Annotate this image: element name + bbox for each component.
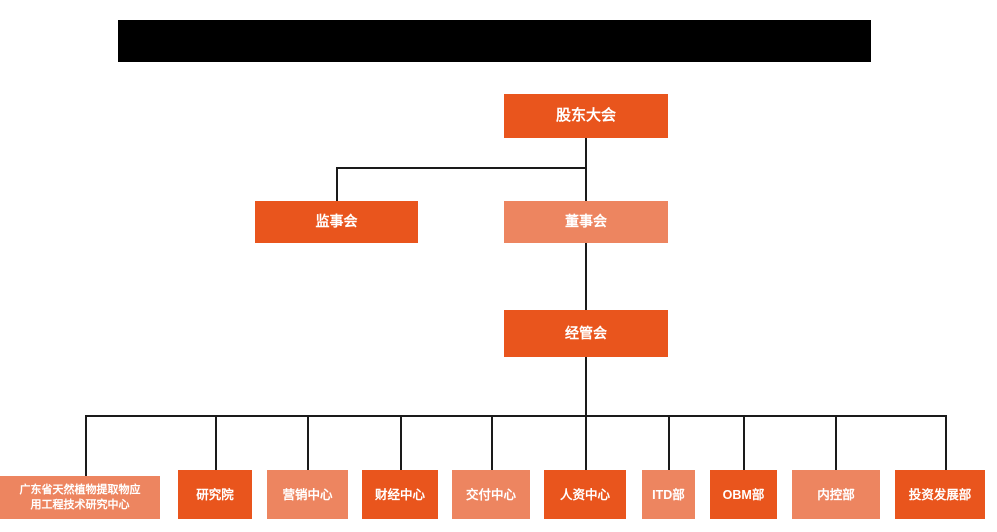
connector-drop-dept-10	[945, 415, 947, 470]
department-box-delivery-center[interactable]: 交付中心	[452, 470, 530, 519]
connector-drop-dept-2	[215, 415, 217, 470]
node-board-of-supervisors-label: 监事会	[315, 213, 358, 230]
department-label: 人资中心	[559, 487, 610, 502]
redacted-title-banner	[118, 20, 871, 62]
department-label: 交付中心	[465, 487, 516, 502]
node-board-of-directors[interactable]: 董事会	[504, 201, 668, 243]
node-shareholders-meeting-label: 股东大会	[555, 107, 616, 125]
node-management-committee-label: 经管会	[565, 324, 607, 341]
connector-drop-dept-3	[307, 415, 309, 470]
connector-drop-dept-9	[835, 415, 837, 470]
department-box-internal-control[interactable]: 内控部	[792, 470, 880, 519]
department-label: 内控部	[817, 487, 855, 502]
connector-to-supervisors	[336, 167, 338, 201]
department-box-hr-center[interactable]: 人资中心	[544, 470, 626, 519]
connector-drop-dept-1	[85, 415, 87, 476]
department-label: 投资发展部	[908, 487, 972, 502]
connector-drop-dept-5	[491, 415, 493, 470]
department-box-guangdong-research-center[interactable]: 广东省天然植物提取物应 用工程技术研究中心	[0, 476, 160, 519]
department-label: 广东省天然植物提取物应 用工程技术研究中心	[19, 484, 141, 511]
node-shareholders-meeting[interactable]: 股东大会	[504, 94, 668, 138]
connector-to-directors	[585, 167, 587, 201]
department-box-research-institute[interactable]: 研究院	[178, 470, 252, 519]
department-label: 研究院	[196, 487, 234, 502]
department-box-marketing-center[interactable]: 营销中心	[267, 470, 348, 519]
connector-drop-dept-7	[668, 415, 670, 470]
node-board-of-directors-label: 董事会	[565, 213, 607, 230]
node-board-of-supervisors[interactable]: 监事会	[255, 201, 418, 243]
connector-shareholders-down	[585, 138, 587, 168]
connector-drop-dept-6	[585, 415, 587, 470]
connector-shareholders-bus	[336, 167, 587, 169]
department-label: 财经中心	[374, 487, 425, 502]
connector-directors-to-management	[585, 243, 587, 310]
connector-management-down	[585, 357, 587, 416]
department-label: 营销中心	[282, 487, 333, 502]
connector-drop-dept-4	[400, 415, 402, 470]
department-box-itd[interactable]: ITD部	[642, 470, 695, 519]
department-box-finance-center[interactable]: 财经中心	[362, 470, 438, 519]
department-box-investment-development[interactable]: 投资发展部	[895, 470, 985, 519]
department-box-obm[interactable]: OBM部	[710, 470, 777, 519]
department-label: ITD部	[652, 487, 685, 502]
department-label: OBM部	[722, 487, 765, 502]
node-management-committee[interactable]: 经管会	[504, 310, 668, 357]
connector-drop-dept-8	[743, 415, 745, 470]
connector-department-bus	[85, 415, 946, 417]
